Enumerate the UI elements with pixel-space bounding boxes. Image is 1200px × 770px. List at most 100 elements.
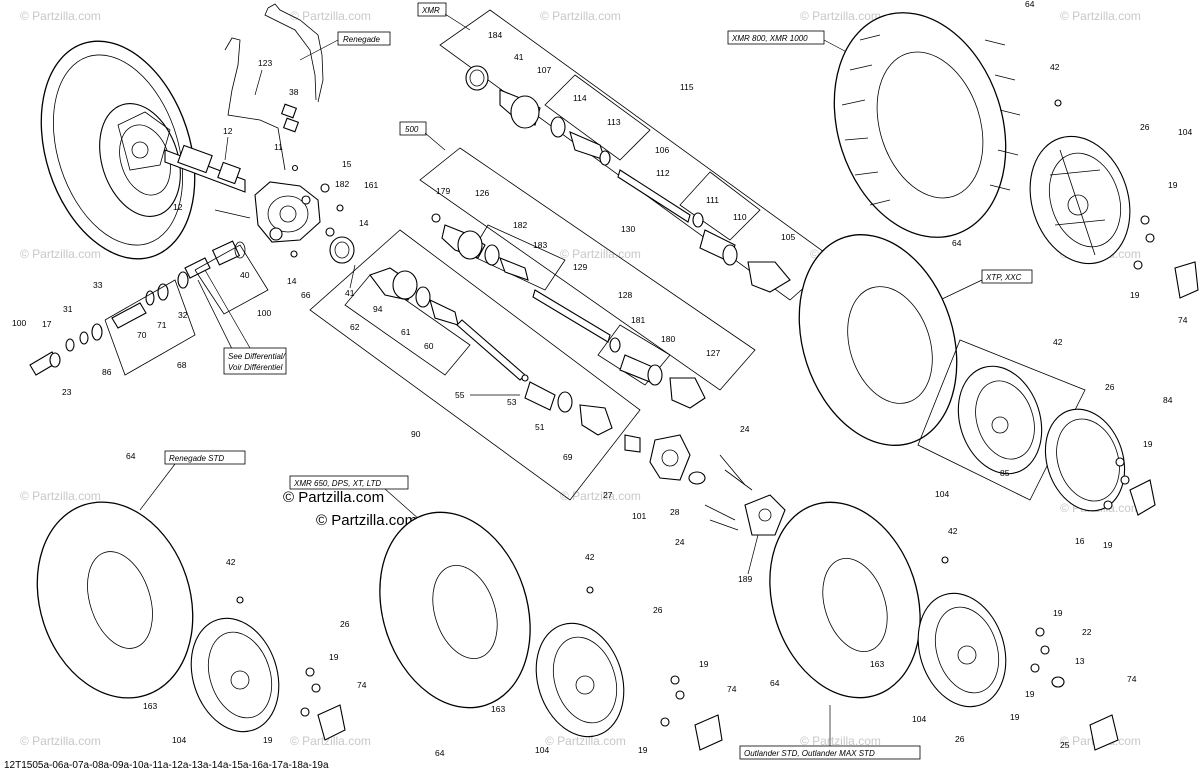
callout-101: 101 bbox=[632, 511, 646, 521]
callouts-top-right: 64 42 26 104 19 19 74 bbox=[1025, 0, 1192, 325]
callout-55: 55 bbox=[455, 390, 465, 400]
diagram-reference-code: 12T1505a-06a-07a-08a-09a-10a-11a-12a-13a… bbox=[4, 760, 329, 770]
callout-182: 182 bbox=[335, 179, 349, 189]
callout-189: 189 bbox=[738, 574, 752, 584]
outlander-tire bbox=[769, 501, 921, 699]
callout-19-c: 19 bbox=[1143, 439, 1153, 449]
callout-106: 106 bbox=[655, 145, 669, 155]
callouts-top-left: 123 38 12 11 15 182 161 12 14 40 14 66 4… bbox=[12, 58, 378, 397]
callout-64-e: 64 bbox=[770, 678, 780, 688]
hub-cap-74-mid bbox=[1129, 479, 1156, 516]
callout-74-d: 74 bbox=[1127, 674, 1137, 684]
differential-housing bbox=[254, 181, 321, 243]
callout-41: 41 bbox=[345, 288, 355, 298]
callout-19-i: 19 bbox=[1053, 608, 1063, 618]
vent-hose bbox=[224, 3, 324, 171]
callout-62: 62 bbox=[350, 322, 360, 332]
callout-90: 90 bbox=[411, 429, 421, 439]
fittings-small bbox=[214, 164, 344, 258]
callout-126: 126 bbox=[475, 188, 489, 198]
differential-group-boxes bbox=[104, 244, 269, 376]
svg-text:XMR 800, XMR 1000: XMR 800, XMR 1000 bbox=[731, 34, 808, 43]
tag-renegade-std: Renegade STD bbox=[139, 450, 246, 511]
callout-26-d: 26 bbox=[653, 605, 663, 615]
callout-163: 163 bbox=[143, 701, 157, 711]
callout-112: 112 bbox=[656, 168, 670, 178]
watermark: © Partzilla.com bbox=[1060, 9, 1141, 23]
callout-23: 23 bbox=[62, 387, 72, 397]
callout-84: 84 bbox=[1163, 395, 1173, 405]
callout-19: 19 bbox=[1168, 180, 1178, 190]
tag-renegade: Renegade bbox=[299, 31, 391, 61]
outlander-cap bbox=[1089, 714, 1119, 751]
callout-26-c: 26 bbox=[340, 619, 350, 629]
callout-129: 129 bbox=[573, 262, 587, 272]
svg-text:Outlander STD, Outlander MAX S: Outlander STD, Outlander MAX STD bbox=[744, 749, 875, 758]
callout-123: 123 bbox=[258, 58, 272, 68]
callout-104-c: 104 bbox=[172, 735, 186, 745]
front-axle-shaft bbox=[164, 144, 246, 193]
xmr650-cap bbox=[694, 714, 723, 751]
callout-68: 68 bbox=[177, 360, 187, 370]
svg-text:Renegade: Renegade bbox=[343, 35, 380, 44]
callout-74: 74 bbox=[1178, 315, 1188, 325]
watermark: © Partzilla.com bbox=[800, 9, 881, 23]
callout-86: 86 bbox=[102, 367, 112, 377]
wheel-rim-104-top bbox=[1029, 135, 1131, 265]
svg-text:See Differential/: See Differential/ bbox=[228, 352, 286, 361]
callout-104-b: 104 bbox=[935, 489, 949, 499]
callout-12: 12 bbox=[223, 126, 233, 136]
callout-19-d: 19 bbox=[1103, 540, 1113, 550]
callouts-mid-right: 64 42 26 84 19 85 104 16 19 bbox=[935, 238, 1173, 550]
watermark: © Partzilla.com bbox=[560, 247, 641, 261]
callout-64-c: 64 bbox=[126, 451, 136, 461]
callout-94: 94 bbox=[373, 304, 383, 314]
callout-40: 40 bbox=[240, 270, 250, 280]
callout-100-b: 100 bbox=[12, 318, 26, 328]
callout-104-e: 104 bbox=[912, 714, 926, 724]
callout-28: 28 bbox=[670, 507, 680, 517]
callouts-bottom-right: 42 64 163 104 19 22 13 74 25 26 19 19 bbox=[770, 526, 1137, 750]
brand-line-1: © Partzilla.com bbox=[283, 489, 384, 506]
callout-33: 33 bbox=[93, 280, 103, 290]
callout-70: 70 bbox=[137, 330, 147, 340]
xmr-shaft-group bbox=[439, 9, 836, 301]
callout-163-c: 163 bbox=[870, 659, 884, 669]
callout-74-b: 74 bbox=[357, 680, 367, 690]
callout-104: 104 bbox=[1178, 127, 1192, 137]
callout-107: 107 bbox=[537, 65, 551, 75]
callout-183: 183 bbox=[533, 240, 547, 250]
xtp-tire bbox=[798, 234, 958, 446]
callout-104-d: 104 bbox=[535, 745, 549, 755]
callout-105: 105 bbox=[781, 232, 795, 242]
front-tire-assembly bbox=[40, 40, 196, 260]
svg-text:Voir Différentiel: Voir Différentiel bbox=[228, 363, 283, 372]
500-shaft-group bbox=[419, 147, 756, 409]
callout-60: 60 bbox=[424, 341, 434, 351]
callout-64: 64 bbox=[1025, 0, 1035, 9]
callout-130: 130 bbox=[621, 224, 635, 234]
knuckle-hub bbox=[649, 434, 786, 536]
renegade-std-cap bbox=[317, 704, 346, 741]
watermark: © Partzilla.com bbox=[290, 9, 371, 23]
callout-113: 113 bbox=[607, 117, 621, 127]
callout-114: 114 bbox=[573, 93, 587, 103]
axle-seal-66 bbox=[329, 236, 355, 264]
callout-24-b: 24 bbox=[675, 537, 685, 547]
callout-64-d: 64 bbox=[435, 748, 445, 758]
partzilla-brand: © Partzilla.com © Partzilla.com bbox=[283, 489, 417, 529]
svg-text:XTP, XXC: XTP, XXC bbox=[985, 273, 1022, 282]
callout-74-c: 74 bbox=[727, 684, 737, 694]
callout-22: 22 bbox=[1082, 627, 1092, 637]
callout-25: 25 bbox=[1060, 740, 1070, 750]
callout-16: 16 bbox=[1075, 536, 1085, 546]
callout-110: 110 bbox=[733, 212, 747, 222]
callout-42-b: 42 bbox=[1053, 337, 1063, 347]
callout-179: 179 bbox=[436, 186, 450, 196]
callout-41-b: 41 bbox=[514, 52, 524, 62]
callout-163-b: 163 bbox=[491, 704, 505, 714]
pinion-parts bbox=[29, 240, 246, 376]
svg-text:XMR 650, DPS, XT, LTD: XMR 650, DPS, XT, LTD bbox=[293, 479, 381, 488]
callouts-knuckle: 24 24 27 101 28 189 bbox=[603, 424, 759, 584]
